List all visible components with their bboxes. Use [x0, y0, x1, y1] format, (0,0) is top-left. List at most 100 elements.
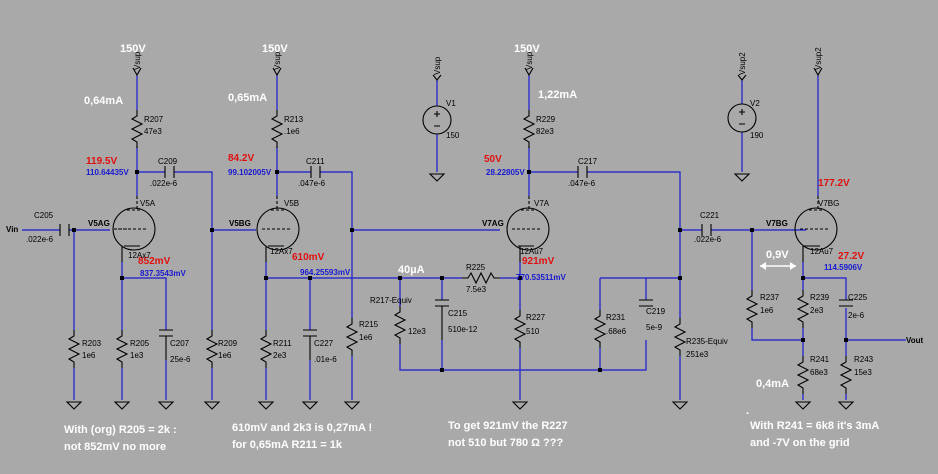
c219-ref: C219: [646, 307, 666, 316]
note-r211-line1: 610mV and 2k3 is 0,27mA !: [232, 422, 372, 434]
net-v7bg: V7BG: [766, 219, 788, 228]
c215-value: 510e-12: [448, 325, 478, 334]
current-r229-label: 1,22mA: [538, 89, 577, 101]
note-r241-line2: and -7V on the grid: [750, 437, 850, 449]
tube-v7bg-ref: V7BG: [818, 199, 839, 208]
r239-value: 2e3: [810, 306, 824, 315]
v5b-plate-blue: 99.102005V: [228, 168, 272, 177]
net-v5bg: V5BG: [229, 219, 251, 228]
r227-ref: R227: [526, 313, 546, 322]
c227-value: .01e-6: [314, 355, 337, 364]
r229-value: 82e3: [536, 127, 554, 136]
r211-ref: R211: [273, 339, 292, 348]
note-r227-line2: not 510 but 780 Ω ???: [448, 437, 563, 449]
voltage-span-arrow: [760, 262, 796, 270]
c211-ref: C211: [306, 157, 325, 166]
r209-ref: R209: [218, 339, 238, 348]
supply-flags: [132, 67, 823, 81]
c217-ref: C217: [578, 157, 598, 166]
tube-v5b-ref: V5B: [284, 199, 299, 208]
note-r205-line2: not 852mV no more: [64, 441, 166, 453]
c207-ref: C207: [170, 339, 190, 348]
source-v1-ref: V1: [446, 99, 456, 108]
r203-value: 1e6: [82, 351, 96, 360]
c211-value: .047e-6: [298, 179, 326, 188]
v5a-cathode-blue: 837.3543mV: [140, 269, 186, 278]
current-0-4ma-label: 0,4mA: [756, 378, 789, 390]
vsup-flag-b: Vsup: [273, 51, 282, 70]
supply-150v-a-label: 150V: [120, 43, 146, 55]
c225-ref: C225: [848, 293, 868, 302]
resistor-symbols: [68, 109, 852, 395]
r239-ref: R239: [810, 293, 830, 302]
v5a-plate-blue: 110.64435V: [86, 168, 129, 177]
v7b-cathode-red: 27.2V: [838, 251, 864, 262]
vsup-flag-a: Vsup: [133, 51, 142, 70]
vsup2-flag-v7b: Vsup2: [814, 47, 823, 70]
r225-ref: R225: [466, 263, 486, 272]
r225-value: 7.5e3: [466, 285, 487, 294]
r205-value: 1e3: [130, 351, 144, 360]
c209-ref: C209: [158, 157, 178, 166]
supply-150v-b-label: 150V: [262, 43, 288, 55]
c209-value: .022e-6: [150, 179, 178, 188]
source-v1-value: 150: [446, 131, 460, 140]
c217-value: .047e-6: [568, 179, 596, 188]
c215-ref: C215: [448, 309, 468, 318]
r243-value: 15e3: [854, 368, 872, 377]
r213-ref: R213: [284, 115, 304, 124]
r227-value: 510: [526, 327, 540, 336]
r203-ref: R203: [82, 339, 102, 348]
r243-ref: R243: [854, 355, 874, 364]
c219-value: 5e-9: [646, 323, 663, 332]
c225-value: 2e-6: [848, 311, 865, 320]
r215-ref: R215: [359, 320, 379, 329]
tube-v7bg-type: 12Au7: [810, 247, 834, 256]
r229-ref: R229: [536, 115, 556, 124]
c205-value: .022e-6: [26, 235, 54, 244]
v7b-cathode-blue: 114.5906V: [824, 263, 863, 272]
r235-value: 251e3: [686, 350, 709, 359]
capacitor-symbols: [59, 166, 853, 360]
v5a-cathode-red: 852mV: [138, 256, 171, 267]
supply-150v-c-label: 150V: [514, 43, 540, 55]
note-r211-line2: for 0,65mA R211 = 1k: [232, 439, 343, 451]
r235-ref: R235-Equiv: [686, 337, 728, 346]
vsup2-flag-v2: Vsup2: [738, 52, 747, 75]
r231-value: .68e6: [606, 327, 627, 336]
v5b-plate-red: 84.2V: [228, 153, 254, 164]
r217-value: 12e3: [408, 327, 426, 336]
c221-value: .022e-6: [694, 235, 722, 244]
tube-v7a-type: 12Au7: [520, 247, 544, 256]
c221-ref: C221: [700, 211, 720, 220]
v7a-plate-red: 50V: [484, 154, 502, 165]
r207-value: 47e3: [144, 127, 162, 136]
r241-value: 68e3: [810, 368, 828, 377]
v7a-cathode-blue: 770.53511mV: [516, 273, 566, 282]
v7a-plate-blue: 28.22805V: [486, 168, 525, 177]
voltage-sources: [422, 103, 757, 135]
ground-symbols: [66, 173, 854, 410]
net-vin: Vin: [6, 225, 18, 234]
vsup-flag-c: Vsup: [525, 51, 534, 70]
r237-ref: R237: [760, 293, 780, 302]
r217-ref: R217-Equiv: [370, 296, 412, 305]
net-v7ag: V7AG: [482, 219, 504, 228]
tube-v5b-type: 12Ax7: [270, 247, 293, 256]
r237-value: 1e6: [760, 306, 774, 315]
vsup-flag-v1: Vsup: [433, 56, 442, 75]
c227-ref: C227: [314, 339, 334, 348]
source-v2-value: 190: [750, 131, 764, 140]
tube-v5a-ref: V5A: [140, 199, 156, 208]
c205-ref: C205: [34, 211, 54, 220]
v5b-cathode-red: 610mV: [292, 252, 325, 263]
note-dot: .: [746, 405, 749, 417]
wires: [22, 75, 906, 400]
r209-value: 1e6: [218, 351, 232, 360]
r211-value: 2e3: [273, 351, 287, 360]
net-v5ag: V5AG: [88, 219, 110, 228]
v5b-cathode-blue: 964.25593mV: [300, 268, 351, 277]
tube-symbols: [112, 196, 838, 262]
v5a-plate-red: 119.5V: [86, 156, 117, 167]
